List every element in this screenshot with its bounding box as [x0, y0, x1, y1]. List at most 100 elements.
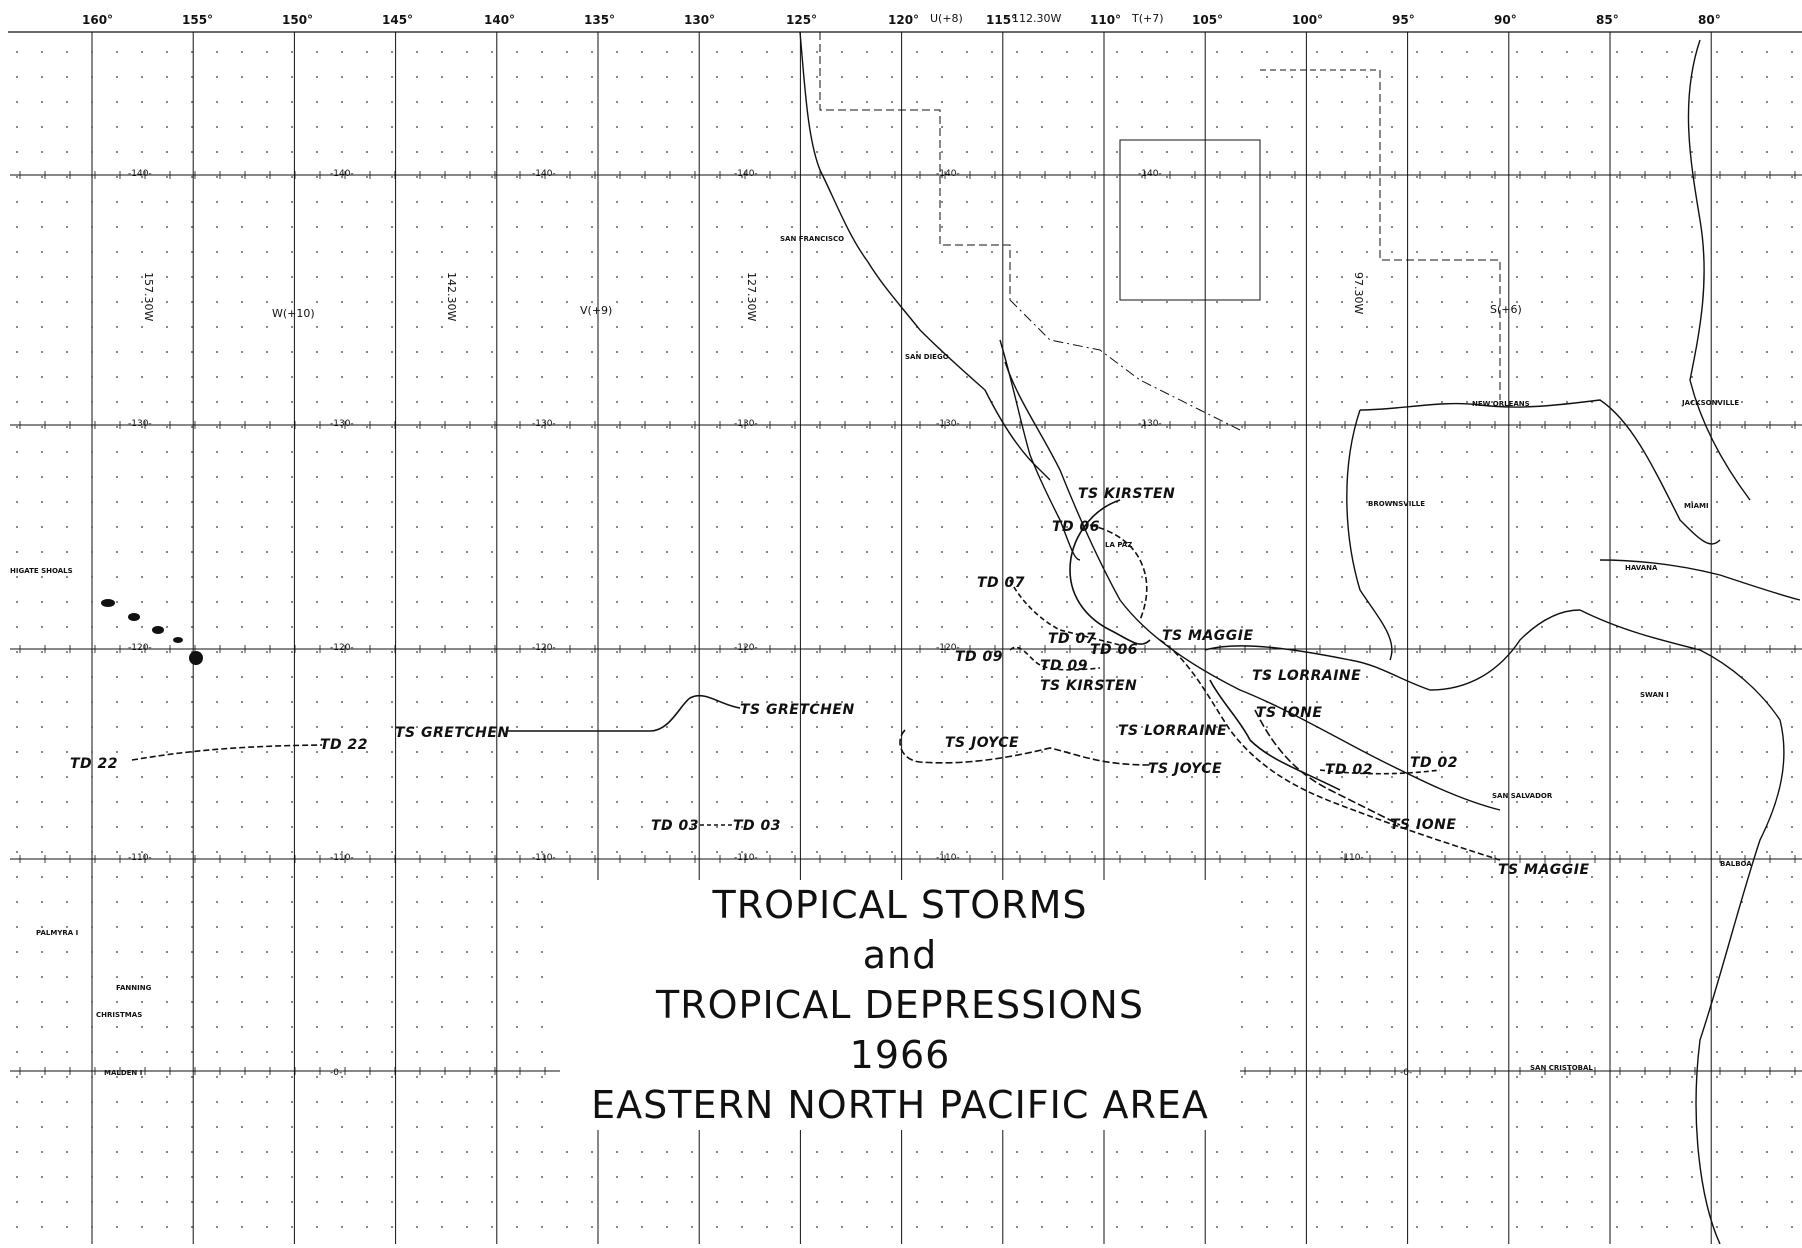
grid-dot — [1291, 1001, 1293, 1003]
grid-dot — [641, 576, 643, 578]
grid-dot — [891, 676, 893, 678]
grid-dot — [1416, 401, 1418, 403]
lat-label: -130- — [734, 419, 758, 429]
grid-dot — [1441, 476, 1443, 478]
grid-dot — [366, 226, 368, 228]
grid-dot — [366, 726, 368, 728]
grid-dot — [1066, 276, 1068, 278]
grid-dot — [841, 451, 843, 453]
grid-dot — [916, 576, 918, 578]
grid-dot — [1741, 1126, 1743, 1128]
grid-dot — [591, 276, 593, 278]
grid-dot — [66, 201, 68, 203]
grid-dot — [466, 801, 468, 803]
grid-dot — [116, 526, 118, 528]
grid-dot — [1316, 401, 1318, 403]
grid-dot — [266, 76, 268, 78]
grid-dot — [166, 1101, 168, 1103]
grid-dot — [1291, 426, 1293, 428]
grid-dot — [1591, 951, 1593, 953]
grid-dot — [1616, 601, 1618, 603]
grid-dot — [1791, 376, 1793, 378]
grid-dot — [641, 476, 643, 478]
grid-dot — [691, 426, 693, 428]
grid-dot — [1691, 1001, 1693, 1003]
grid-dot — [291, 476, 293, 478]
grid-dot — [241, 1226, 243, 1228]
grid-dot — [291, 326, 293, 328]
grid-dot — [1716, 976, 1718, 978]
place-label: SWAN I — [1640, 691, 1669, 699]
grid-dot — [616, 76, 618, 78]
grid-dot — [1516, 951, 1518, 953]
grid-dot — [691, 526, 693, 528]
lat-label: -110- — [330, 853, 354, 863]
grid-dot — [1791, 526, 1793, 528]
grid-dot — [941, 701, 943, 703]
grid-dot — [1316, 101, 1318, 103]
grid-dot — [1266, 676, 1268, 678]
grid-dot — [1066, 1201, 1068, 1203]
grid-dot — [391, 501, 393, 503]
grid-dot — [1791, 176, 1793, 178]
grid-dot — [1116, 126, 1118, 128]
grid-dot — [266, 1101, 268, 1103]
grid-dot — [916, 51, 918, 53]
grid-dot — [1341, 1201, 1343, 1203]
grid-dot — [316, 351, 318, 353]
grid-dot — [16, 1026, 18, 1028]
grid-dot — [1366, 726, 1368, 728]
grid-dot — [491, 401, 493, 403]
grid-dot — [1716, 901, 1718, 903]
time-zone-labels: W(+10) V(+9) U(+8) T(+7) S(+6) 157.30W 1… — [142, 12, 1522, 321]
grid-dot — [1091, 476, 1093, 478]
grid-dot — [1216, 551, 1218, 553]
grid-dot — [966, 126, 968, 128]
grid-dot — [1616, 326, 1618, 328]
storm-label: TD 03 — [651, 818, 699, 834]
grid-dot — [1366, 1201, 1368, 1203]
grid-dot — [216, 776, 218, 778]
grid-dot — [1316, 551, 1318, 553]
grid-dot — [1366, 826, 1368, 828]
grid-dot — [291, 901, 293, 903]
grid-dot — [791, 701, 793, 703]
grid-dot — [491, 276, 493, 278]
grid-dot — [1016, 126, 1018, 128]
grid-dot — [66, 601, 68, 603]
grid-dot — [116, 251, 118, 253]
grid-dot — [1666, 226, 1668, 228]
grid-dot — [1116, 226, 1118, 228]
grid-dot — [1641, 1126, 1643, 1128]
grid-dot — [1766, 551, 1768, 553]
lat-label: -120- — [936, 643, 960, 653]
grid-dot — [316, 1176, 318, 1178]
grid-dot — [1566, 726, 1568, 728]
grid-dot — [891, 151, 893, 153]
grid-dot — [241, 326, 243, 328]
grid-dot — [1041, 701, 1043, 703]
grid-dot — [1716, 401, 1718, 403]
grid-dot — [1241, 451, 1243, 453]
grid-dot — [616, 826, 618, 828]
grid-dot — [1041, 51, 1043, 53]
grid-dot — [241, 651, 243, 653]
grid-dot — [841, 601, 843, 603]
grid-dot — [1591, 351, 1593, 353]
grid-dot — [91, 1176, 93, 1178]
grid-dot — [1466, 801, 1468, 803]
track-ts-joyce — [899, 729, 1151, 766]
lat-label: -130- — [1138, 419, 1162, 429]
grid-dot — [266, 226, 268, 228]
grid-dot — [1591, 301, 1593, 303]
grid-dot — [91, 551, 93, 553]
grid-dot — [41, 76, 43, 78]
grid-dot — [491, 726, 493, 728]
grid-dot — [66, 576, 68, 578]
grid-dot — [1566, 526, 1568, 528]
grid-dot — [1191, 526, 1193, 528]
grid-dot — [141, 351, 143, 353]
grid-dot — [391, 601, 393, 603]
grid-dot — [1616, 201, 1618, 203]
grid-dot — [1466, 326, 1468, 328]
